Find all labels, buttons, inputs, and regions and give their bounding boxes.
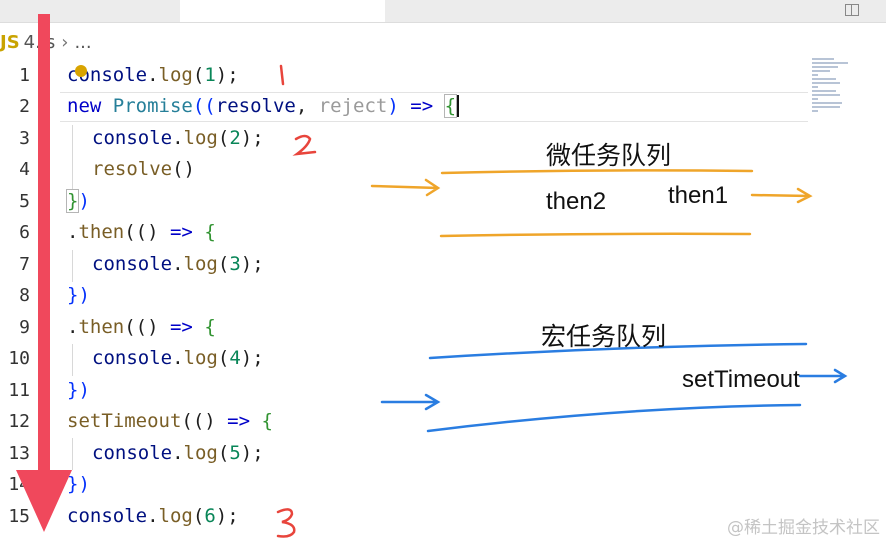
line-number: 7: [19, 254, 30, 275]
microtask-queue-drawing: [370, 169, 813, 238]
line-number: 3: [19, 128, 30, 149]
micro-enqueue-arrow: [370, 178, 441, 197]
macro-enqueue-arrow: [380, 393, 441, 411]
line-number: 11: [8, 380, 30, 401]
macro-queue-top-line: [428, 342, 808, 360]
code-line-11[interactable]: }): [67, 379, 90, 401]
indent-guide: [72, 250, 73, 282]
cursor-marker: [75, 65, 87, 77]
micro-dequeue-arrow: [750, 187, 813, 204]
line-number: 15: [8, 506, 30, 527]
handwritten-one: [279, 64, 285, 86]
handwritten-two: [292, 134, 317, 156]
line-number: 4: [19, 159, 30, 180]
handwritten-three: [276, 508, 296, 538]
macrotask-queue-drawing: [380, 342, 848, 433]
line-number: 5: [19, 191, 30, 212]
queue-item-then2: then2: [546, 188, 607, 215]
code-line-15[interactable]: console.log(6);: [67, 505, 239, 527]
active-tab[interactable]: [180, 0, 385, 22]
macro-queue-bottom-line: [426, 403, 802, 433]
queue-item-settimeout: setTimeout: [682, 366, 800, 393]
watermark: @稀土掘金技术社区: [727, 518, 880, 538]
line-number: 6: [19, 222, 30, 243]
line-number: 2: [19, 96, 30, 117]
current-line-highlight: [60, 92, 808, 122]
microtask-queue-title: 微任务队列: [546, 141, 672, 170]
handwritten-numbers: [276, 64, 317, 538]
line-number: 9: [19, 317, 30, 338]
code-line-4[interactable]: resolve(): [92, 158, 195, 180]
code-line-13[interactable]: console.log(5);: [92, 442, 264, 464]
code-line-9[interactable]: .then(() => {: [67, 316, 216, 338]
code-line-2[interactable]: new Promise((resolve, reject) => {: [67, 94, 460, 118]
code-line-14[interactable]: }): [67, 473, 90, 495]
macrotask-queue-title: 宏任务队列: [541, 322, 667, 351]
code-line-6[interactable]: .then(() => {: [67, 221, 216, 243]
line-number: 8: [19, 285, 30, 306]
indent-guide: [72, 438, 73, 470]
macro-dequeue-arrow: [798, 368, 848, 384]
line-number: 1: [19, 65, 30, 86]
red-arrow-head: [16, 470, 72, 532]
line-number: 10: [8, 348, 30, 369]
line-number: 12: [8, 411, 30, 432]
red-arrow-shaft: [38, 14, 50, 484]
code-line-7[interactable]: console.log(3);: [92, 253, 264, 275]
execution-order-arrow: [16, 14, 72, 532]
code-line-5[interactable]: }): [65, 189, 90, 213]
micro-queue-top-line: [440, 169, 754, 175]
code-line-10[interactable]: console.log(4);: [92, 347, 264, 369]
code-line-12[interactable]: setTimeout(() => {: [67, 410, 273, 432]
tab-bar: [0, 0, 886, 23]
indent-guide: [72, 344, 73, 376]
js-file-icon: JS: [0, 32, 20, 53]
chevron-right-icon: ›: [61, 32, 69, 53]
code-line-1[interactable]: console.log(1);: [67, 64, 239, 86]
minimap[interactable]: [812, 58, 852, 116]
code-line-8[interactable]: }): [67, 284, 90, 306]
split-editor-icon[interactable]: [845, 4, 859, 16]
breadcrumb-more[interactable]: ...: [74, 32, 92, 53]
queue-item-then1: then1: [668, 182, 729, 209]
micro-queue-bottom-line: [439, 232, 752, 238]
line-number: 13: [8, 443, 30, 464]
code-line-3[interactable]: console.log(2);: [92, 127, 264, 149]
indent-guide: [72, 125, 73, 189]
